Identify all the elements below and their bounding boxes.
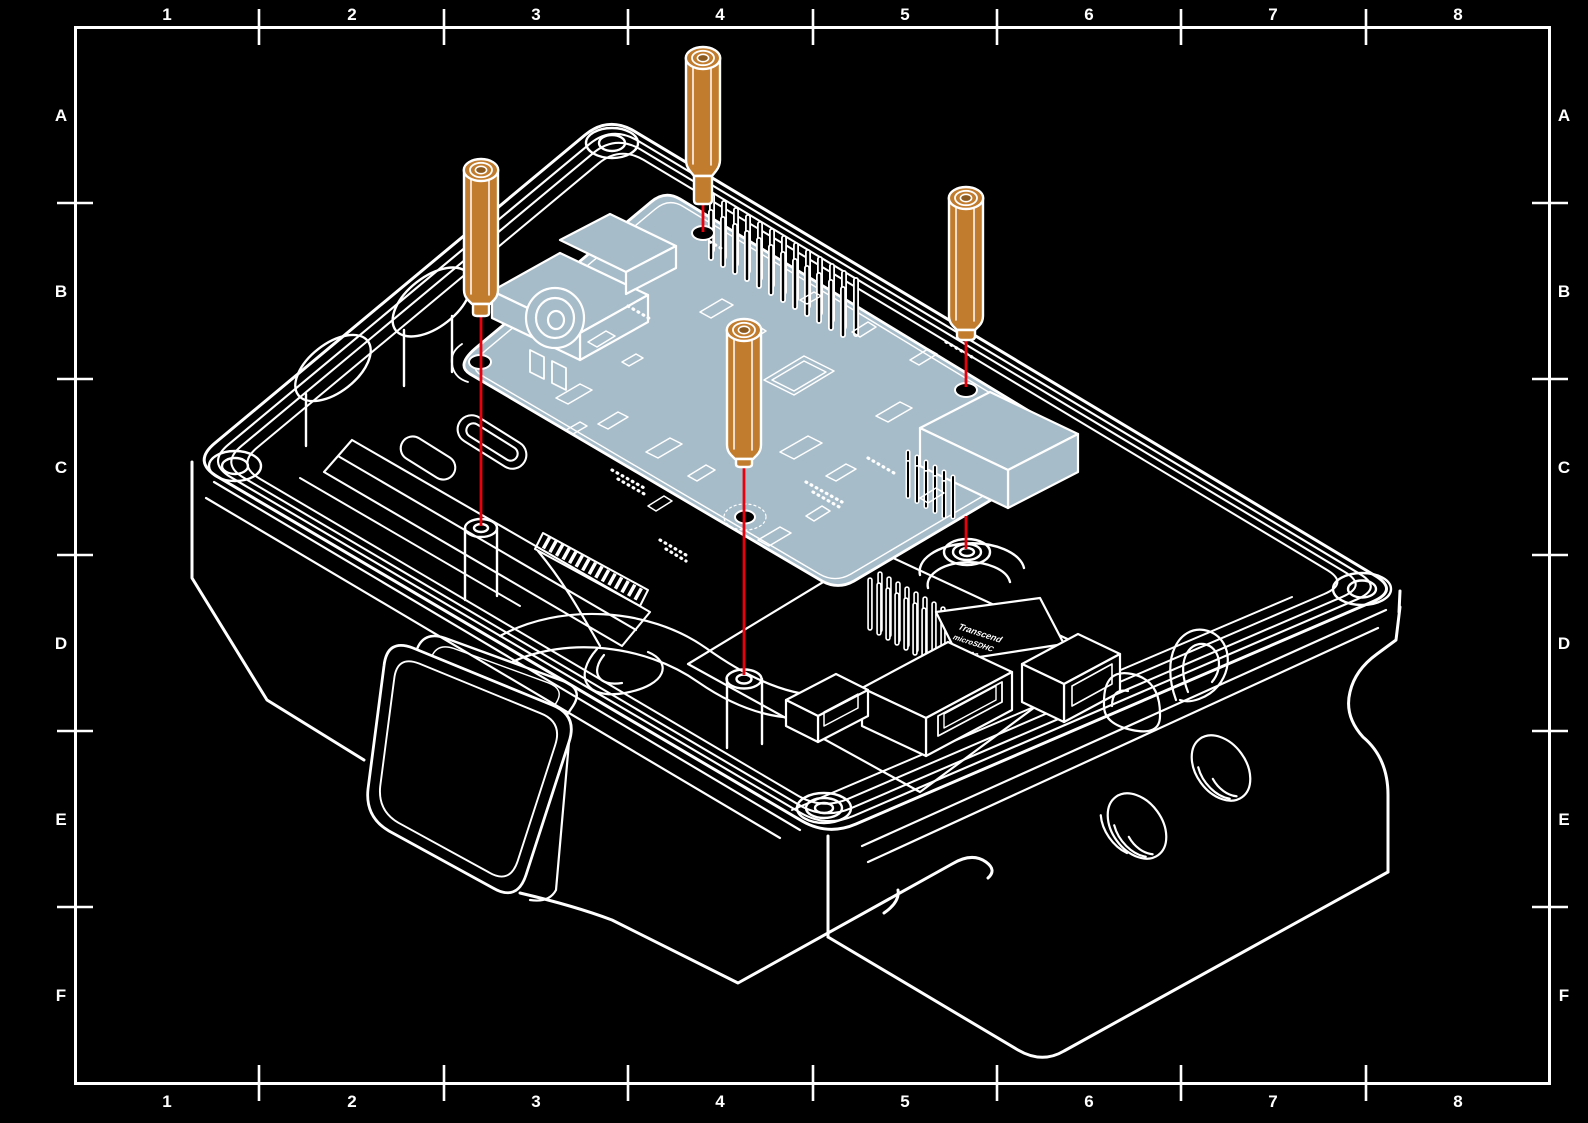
standoff-4 [947, 185, 985, 342]
col-label-bottom: 4 [715, 1092, 725, 1111]
body-silhouette [190, 460, 1402, 1059]
lid-screw-hole [795, 791, 853, 825]
display-bracket [322, 414, 652, 648]
grid-labels: 1 2 3 4 5 6 7 8 1 2 3 4 5 6 7 8 A B C D … [55, 5, 1570, 1111]
col-label-bottom: 5 [900, 1092, 909, 1111]
row-label-right: E [1558, 810, 1569, 829]
ethernet-jack [918, 390, 1080, 510]
pcb-assembly [450, 193, 1080, 587]
row-label-right: A [1558, 106, 1570, 125]
col-label-top: 4 [715, 5, 725, 24]
leader-lines [479, 202, 968, 675]
right-face-features [1099, 628, 1252, 860]
standoff-1 [684, 45, 722, 206]
col-label-bottom: 1 [162, 1092, 171, 1111]
micro-usb-port [784, 672, 870, 744]
side-gland-hole [1190, 734, 1252, 802]
usb-port [1020, 632, 1122, 724]
boss-post [725, 668, 764, 750]
boss-post [463, 517, 499, 602]
pcb-aux-header-pins [905, 449, 956, 520]
standoff-3 [725, 317, 763, 469]
lid-screw-hole [1331, 571, 1393, 607]
bracket-slot [399, 435, 457, 481]
sbc-gpio-header [867, 571, 946, 668]
rca-jack [490, 251, 650, 391]
col-label-top: 7 [1268, 5, 1277, 24]
col-label-top: 2 [347, 5, 356, 24]
row-label-left: D [55, 634, 67, 653]
bracket-slot [456, 414, 528, 470]
standoff-2 [462, 157, 500, 318]
inner-sbc-board: Transcend microSDHC Class 10 [686, 548, 1122, 794]
row-label-left: C [55, 458, 67, 477]
row-label-right: B [1558, 282, 1570, 301]
cable-post [1102, 672, 1162, 733]
col-label-bottom: 8 [1453, 1092, 1462, 1111]
grid-frame: 1 2 3 4 5 6 7 8 1 2 3 4 5 6 7 8 A B C D … [55, 5, 1570, 1111]
ribbon-cable [498, 549, 842, 720]
row-label-left: E [55, 810, 66, 829]
pcb-smd-components [555, 291, 945, 547]
col-label-top: 1 [162, 5, 171, 24]
pcb-via-dots [610, 234, 974, 563]
row-label-left: B [55, 282, 67, 301]
col-label-top: 5 [900, 5, 909, 24]
col-label-bottom: 6 [1084, 1092, 1093, 1111]
side-gland-hole [1099, 792, 1168, 860]
col-label-top: 6 [1084, 5, 1093, 24]
col-label-bottom: 2 [347, 1092, 356, 1111]
row-label-right: D [1558, 634, 1570, 653]
row-label-right: F [1559, 986, 1569, 1005]
hdmi-port [860, 640, 1014, 758]
boss-post [918, 537, 1026, 590]
col-label-top: 8 [1453, 5, 1462, 24]
standoffs [462, 45, 985, 469]
col-label-bottom: 7 [1268, 1092, 1277, 1111]
ffc-connector [534, 532, 649, 607]
cable-hook [1169, 628, 1229, 703]
lid-screw-hole [207, 449, 263, 483]
row-label-left: A [55, 106, 67, 125]
audio-jack [558, 212, 678, 296]
pcb-components-3d [490, 212, 1080, 510]
col-label-top: 3 [531, 5, 540, 24]
row-label-left: F [56, 986, 66, 1005]
col-label-bottom: 3 [531, 1092, 540, 1111]
front-window-bezel [366, 643, 573, 902]
frame-ticks [57, 9, 1568, 1101]
lid-screw-hole [584, 126, 640, 160]
enclosure-base: Transcend microSDHC Class 10 [190, 122, 1402, 1059]
row-label-right: C [1558, 458, 1570, 477]
